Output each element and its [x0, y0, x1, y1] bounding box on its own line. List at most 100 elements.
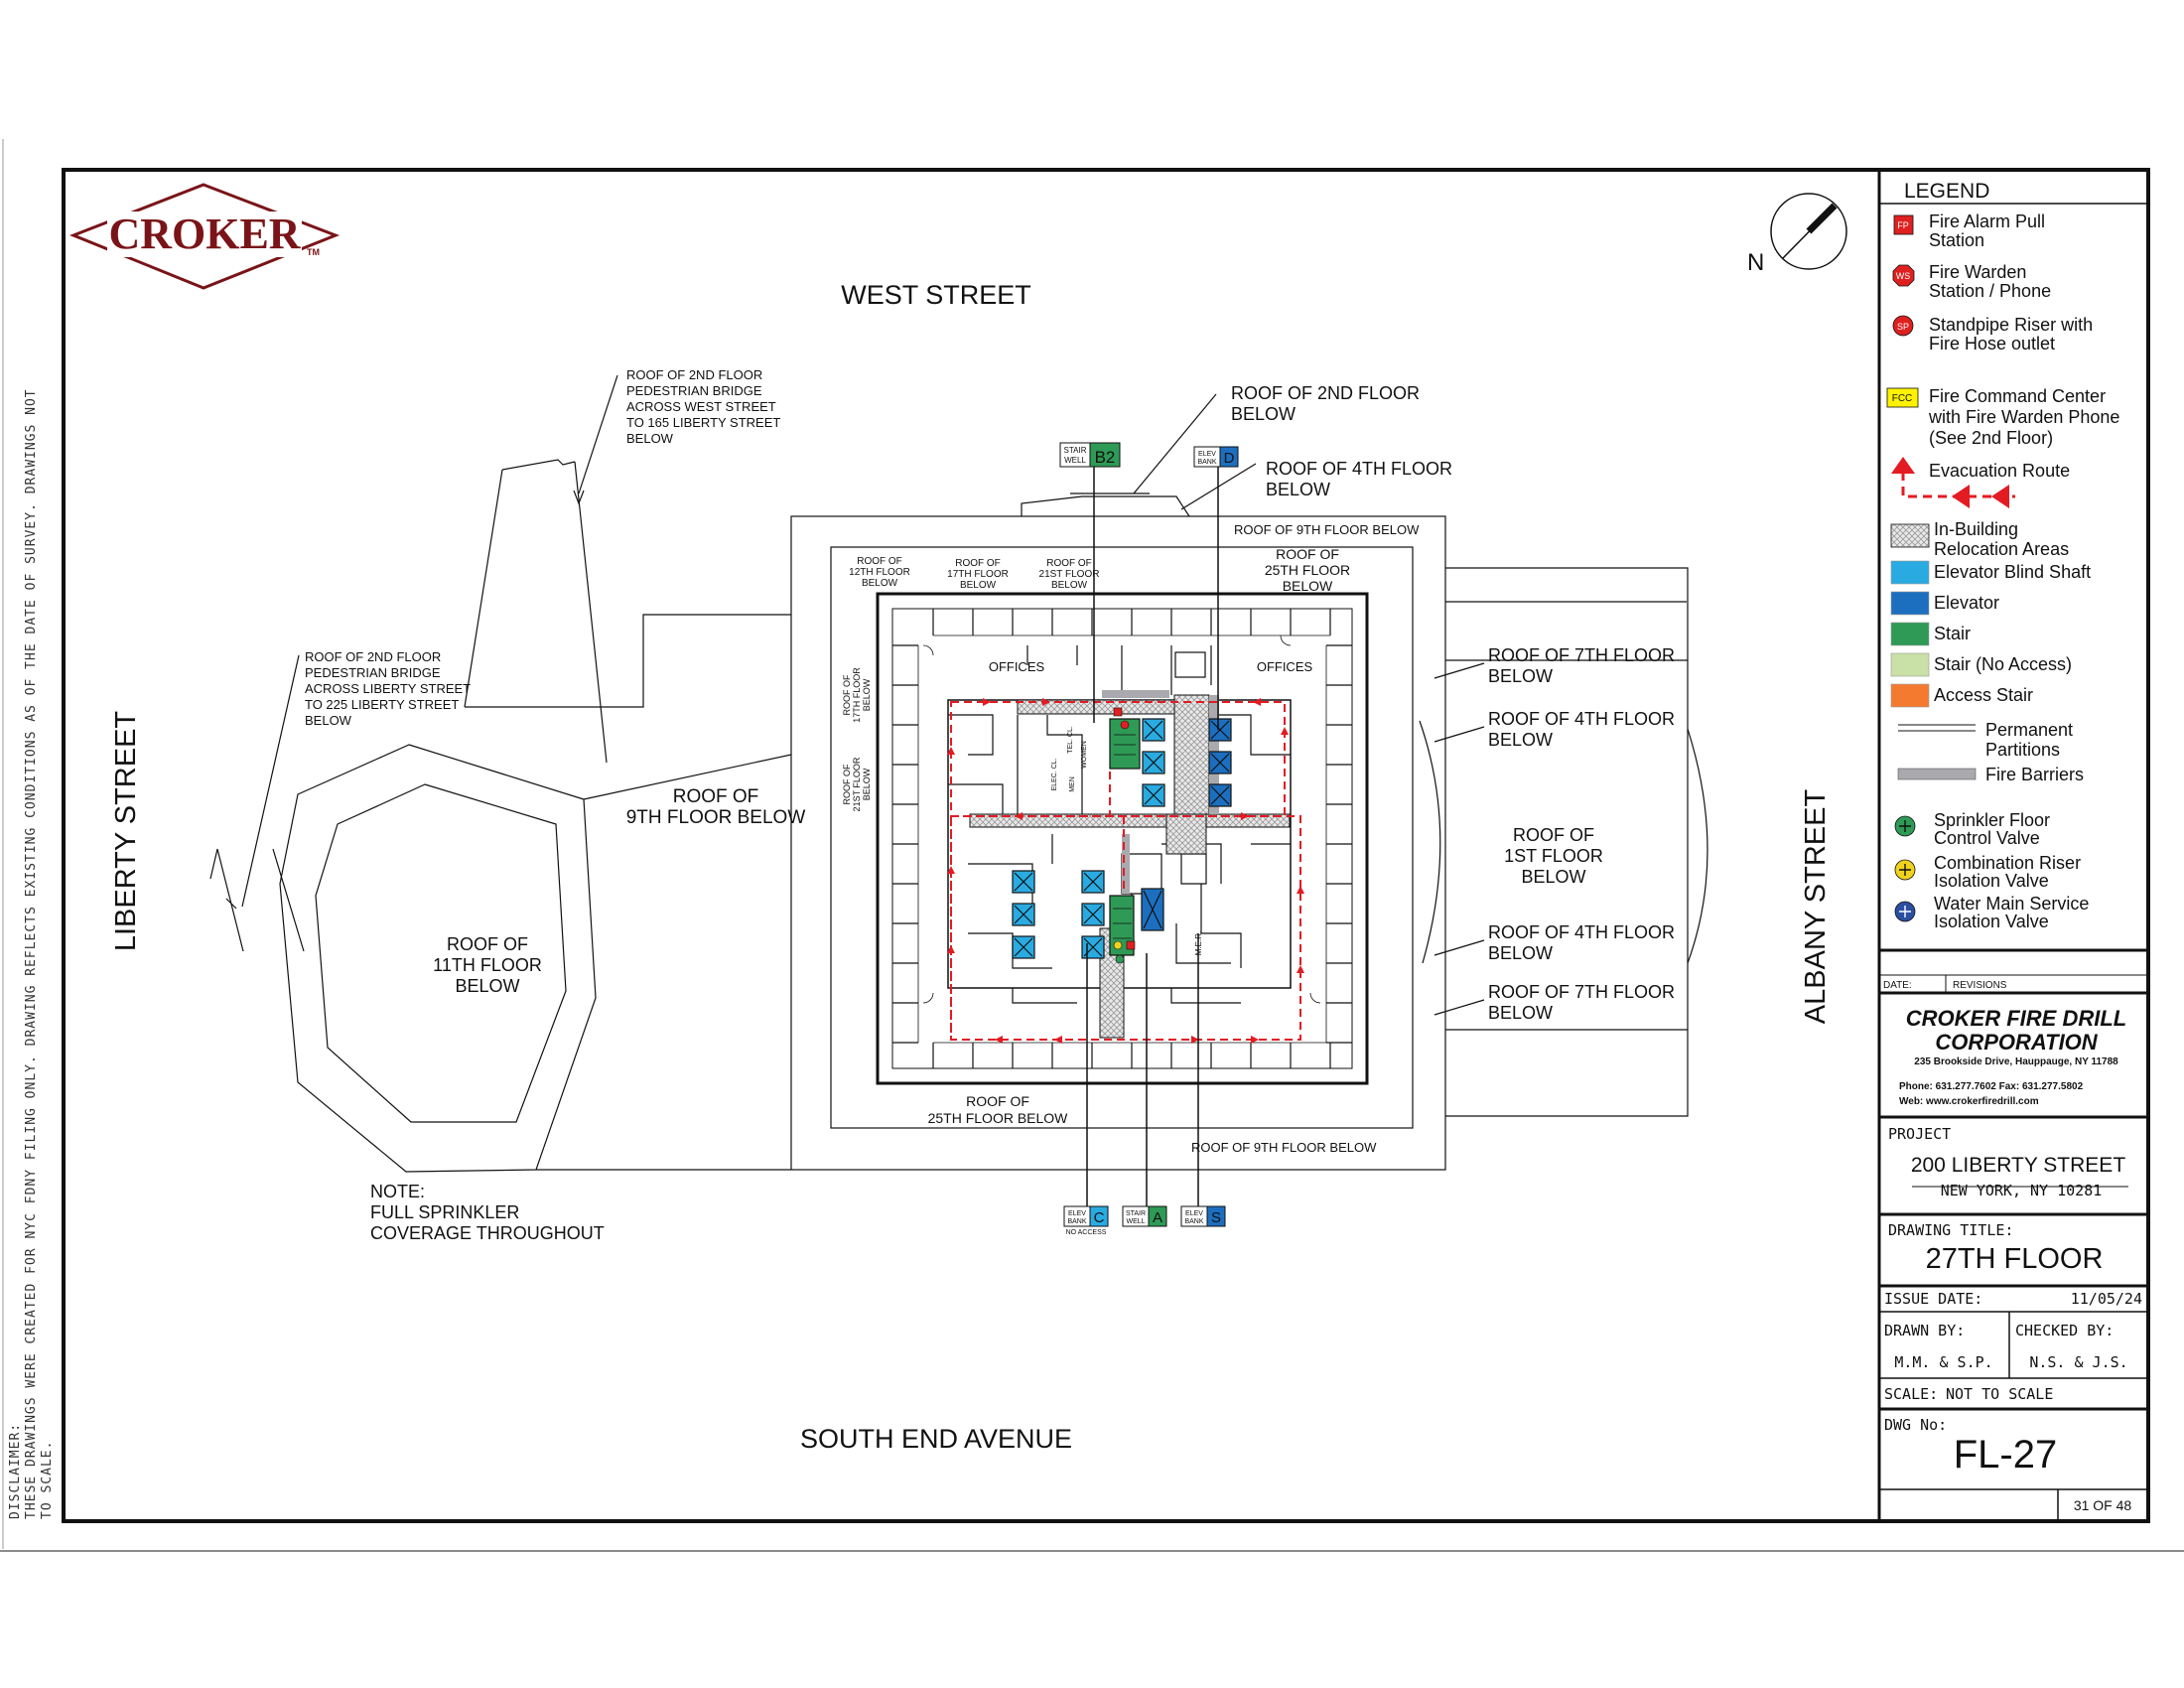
relocation-area-swatch: [1890, 523, 1930, 548]
svg-text:BELOW: BELOW: [862, 578, 898, 589]
svg-text:ROOF OF 4TH FLOOR: ROOF OF 4TH FLOOR: [1266, 459, 1452, 479]
label-roof-25th-top: ROOF OF 25TH FLOOR BELOW: [1265, 546, 1350, 594]
svg-text:STAIR: STAIR: [1064, 446, 1087, 455]
svg-text:A: A: [1153, 1209, 1162, 1226]
tower-27th-floor: [876, 592, 1369, 1085]
street-liberty: LIBERTY STREET: [110, 711, 142, 952]
svg-text:ROOF OF 7TH FLOOR: ROOF OF 7TH FLOOR: [1488, 645, 1675, 665]
standpipe-icon: [1892, 315, 1914, 337]
legend-combination-valve: Combination Riser Isolation Valve: [1894, 853, 2081, 891]
svg-text:WELL: WELL: [1064, 456, 1086, 465]
legend-elevator-blind-shaft: Elevator Blind Shaft: [1890, 560, 2091, 585]
evacuation-route-icon: [1901, 472, 2015, 498]
svg-text:BELOW: BELOW: [305, 713, 352, 728]
svg-text:Stair: Stair: [1934, 624, 1971, 643]
tb-checked-by: N.S. & J.S.: [2029, 1353, 2127, 1371]
legend-fire-alarm-pull: FP Fire Alarm Pull Station: [1893, 211, 2045, 250]
svg-text:BELOW: BELOW: [1521, 867, 1585, 887]
room-elec-cl: ELEC. CL.: [1051, 758, 1058, 790]
svg-text:BELOW: BELOW: [1231, 404, 1296, 424]
legend-title: LEGEND: [1904, 180, 1989, 203]
logo-tm: TM: [307, 247, 320, 257]
svg-text:ROOF OF 7TH FLOOR: ROOF OF 7TH FLOOR: [1488, 982, 1675, 1002]
north-label: N: [1747, 249, 1764, 276]
svg-text:ELEV: ELEV: [1185, 1210, 1203, 1217]
svg-text:ROOF OF 2ND FLOOR: ROOF OF 2ND FLOOR: [626, 367, 762, 382]
svg-text:TO 165 LIBERTY STREET: TO 165 LIBERTY STREET: [626, 415, 780, 430]
svg-text:Water Main Service: Water Main Service: [1934, 894, 2089, 914]
svg-text:ACROSS LIBERTY STREET: ACROSS LIBERTY STREET: [305, 681, 471, 696]
svg-text:SP: SP: [1897, 322, 1909, 332]
svg-text:D: D: [1224, 450, 1235, 467]
elevator-bank-s: [1081, 870, 1164, 959]
svg-text:Sprinkler Floor: Sprinkler Floor: [1934, 810, 2050, 830]
svg-text:NOTE:: NOTE:: [370, 1182, 425, 1201]
svg-text:BELOW: BELOW: [960, 580, 997, 591]
svg-text:ROOF OF 2ND FLOOR: ROOF OF 2ND FLOOR: [1231, 383, 1420, 403]
tb-company-1: CROKER FIRE DRILL: [1906, 1006, 2126, 1031]
elevator-bank-c: [1012, 870, 1035, 959]
svg-text:ROOF OF: ROOF OF: [842, 764, 852, 804]
legend-stair: Stair: [1890, 622, 1971, 646]
svg-text:NO ACCESS: NO ACCESS: [1066, 1229, 1107, 1236]
room-offices-right: OFFICES: [1257, 659, 1313, 674]
svg-text:BANK: BANK: [1067, 1218, 1086, 1225]
svg-text:BELOW: BELOW: [1266, 480, 1330, 499]
tb-phone: Phone: 631.277.7602 Fax: 631.277.5802: [1899, 1081, 2084, 1092]
label-leaders: [241, 374, 1485, 1016]
label-bridge-west: ROOF OF 2ND FLOOR PEDESTRIAN BRIDGE ACRO…: [626, 367, 780, 446]
legend: LEGEND FP Fire Alarm Pull Station WS Fir…: [1879, 180, 2148, 931]
tb-date-label: DATE:: [1883, 980, 1912, 991]
svg-text:ACROSS WEST STREET: ACROSS WEST STREET: [626, 399, 776, 414]
tb-drawing-title-label: DRAWING TITLE:: [1888, 1221, 2013, 1239]
svg-text:WS: WS: [1896, 271, 1911, 281]
fire-alarm-pull-icon: [1113, 707, 1123, 717]
svg-text:Elevator: Elevator: [1934, 593, 1999, 613]
svg-text:Relocation Areas: Relocation Areas: [1934, 539, 2069, 559]
label-roof-9th-top: ROOF OF 9TH FLOOR BELOW: [1234, 522, 1420, 537]
fire-alarm-pull-icon-2: [1126, 940, 1136, 950]
label-bridge-liberty: ROOF OF 2ND FLOOR PEDESTRIAN BRIDGE ACRO…: [305, 649, 471, 728]
legend-fire-warden: WS Fire Warden Station / Phone: [1892, 262, 2051, 301]
svg-text:FCC: FCC: [1892, 393, 1913, 404]
svg-text:BELOW: BELOW: [862, 768, 872, 800]
label-roof-21st: ROOF OF 21ST FLOOR BELOW: [1039, 558, 1100, 591]
label-roof-9th-left: ROOF OF 9TH FLOOR BELOW: [626, 786, 806, 828]
tag-elev-d: ELEV BANK D: [1193, 446, 1239, 468]
legend-stair-no-access: Stair (No Access): [1890, 652, 2072, 677]
evacuation-arrows: [947, 698, 1304, 1044]
svg-text:BELOW: BELOW: [862, 678, 872, 711]
fire-alarm-pull-icon: [1893, 214, 1914, 235]
svg-text:Station: Station: [1929, 230, 1984, 250]
label-roof-17th: ROOF OF 17TH FLOOR BELOW: [947, 558, 1009, 591]
street-albany: ALBANY STREET: [1800, 789, 1832, 1025]
svg-text:Fire Hose outlet: Fire Hose outlet: [1929, 334, 2055, 353]
svg-text:Access Stair: Access Stair: [1934, 685, 2033, 705]
room-mer: M.E.R.: [1194, 931, 1203, 955]
tb-project-label: PROJECT: [1888, 1125, 1951, 1143]
svg-text:BELOW: BELOW: [455, 976, 519, 996]
svg-text:BELOW: BELOW: [1283, 578, 1333, 594]
svg-text:ROOF OF: ROOF OF: [1046, 558, 1092, 569]
svg-text:ROOF OF 2ND FLOOR: ROOF OF 2ND FLOOR: [305, 649, 441, 664]
svg-text:BELOW: BELOW: [1488, 666, 1553, 686]
svg-text:FP: FP: [1897, 220, 1909, 230]
svg-text:BELOW: BELOW: [626, 431, 674, 446]
svg-text:ROOF OF 4TH FLOOR: ROOF OF 4TH FLOOR: [1488, 922, 1675, 942]
site-outlines: [209, 459, 1708, 1173]
svg-text:ELEV: ELEV: [1068, 1210, 1086, 1217]
tb-scale: NOT TO SCALE: [1946, 1385, 2053, 1403]
svg-text:ROOF OF: ROOF OF: [1513, 825, 1594, 845]
label-roof-4th-east-top: ROOF OF 4TH FLOOR BELOW: [1488, 709, 1675, 750]
svg-text:Combination Riser: Combination Riser: [1934, 853, 2081, 873]
svg-text:ROOF OF: ROOF OF: [966, 1093, 1029, 1109]
svg-text:S: S: [1211, 1209, 1221, 1226]
tb-drawn-by-label: DRAWN BY:: [1884, 1322, 1965, 1339]
tag-stair-a: STAIR WELL A: [1122, 1205, 1167, 1227]
svg-text:with Fire Warden Phone: with Fire Warden Phone: [1928, 407, 2119, 427]
svg-text:PEDESTRIAN BRIDGE: PEDESTRIAN BRIDGE: [305, 665, 441, 680]
svg-text:ROOF OF 4TH FLOOR: ROOF OF 4TH FLOOR: [1488, 709, 1675, 729]
legend-elevator: Elevator: [1890, 591, 1999, 616]
svg-text:Fire Alarm Pull: Fire Alarm Pull: [1929, 211, 2045, 231]
svg-text:WELL: WELL: [1126, 1218, 1145, 1225]
